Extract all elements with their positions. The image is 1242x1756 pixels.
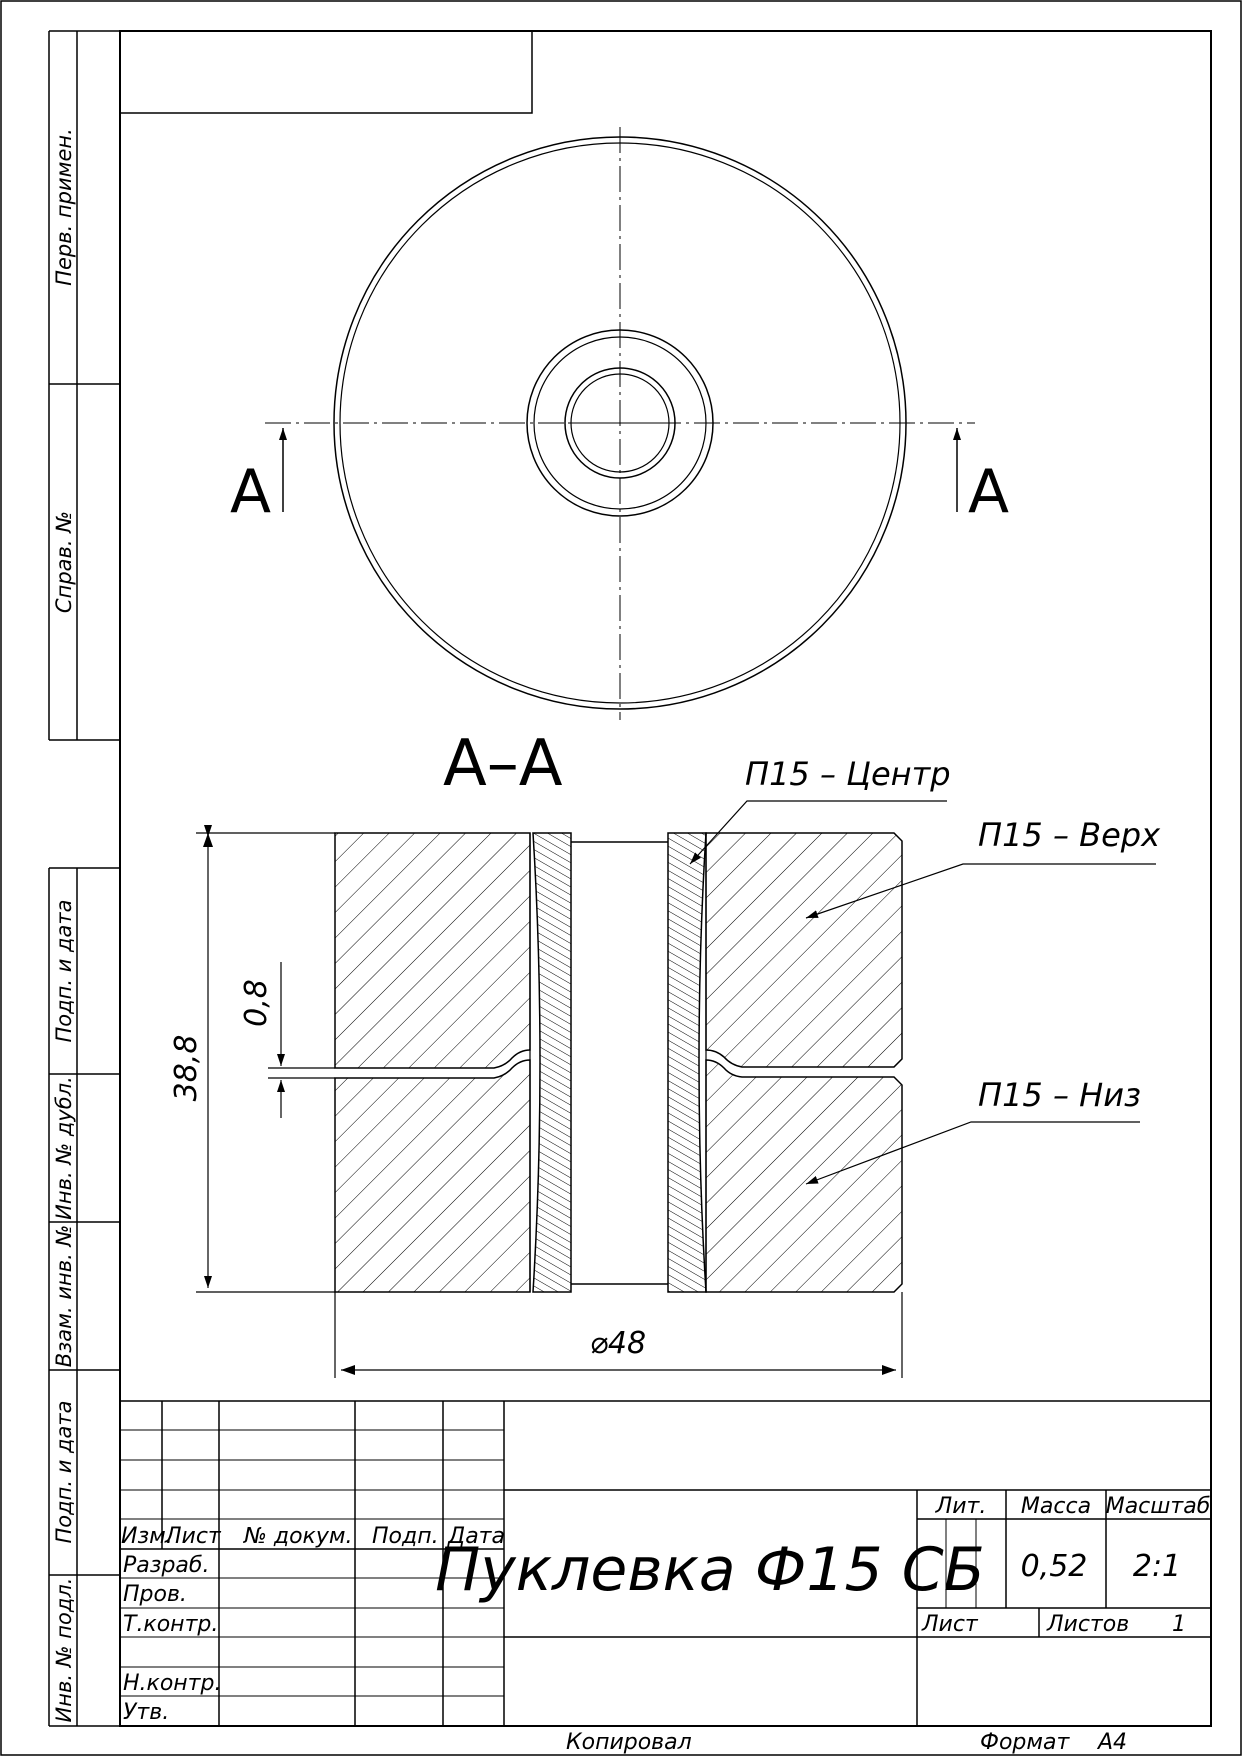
title-block-text: Изм. Лист № докум. Подп. Дата Разраб. Пр…	[121, 1494, 1210, 1725]
footer-format-label: Формат	[980, 1730, 1070, 1755]
row-prov: Пров.	[123, 1582, 187, 1607]
drawing-title: Пуклевка Ф15 СБ	[435, 1535, 985, 1605]
designation-box	[119, 30, 533, 114]
row-utv: Утв.	[123, 1700, 169, 1725]
top-die-left	[334, 832, 531, 1069]
side-label-sprav: Справ. №	[52, 511, 76, 613]
dim-height: 38,8	[169, 1035, 204, 1102]
mass-value: 0,52	[1021, 1549, 1088, 1584]
center-sleeve-left	[532, 832, 572, 1293]
col-podp: Подп.	[372, 1524, 439, 1549]
row-tkontr: Т.контр.	[123, 1612, 218, 1637]
side-label-podp-2: Подп. и дата	[52, 1400, 76, 1543]
col-list: Лист	[164, 1524, 222, 1549]
leaders	[689, 800, 1156, 1185]
row-nkontr: Н.контр.	[123, 1671, 221, 1696]
side-label-inv-dubl: Инв. № дубл.	[52, 1076, 76, 1220]
dim-diameter: ⌀48	[590, 1326, 646, 1361]
plan-view: А А	[230, 127, 1009, 720]
side-label-perv: Перв. примен.	[52, 128, 76, 286]
section-mark-right: А	[968, 457, 1009, 527]
col-izm: Изм.	[121, 1524, 173, 1549]
section-view	[334, 832, 903, 1293]
dim-gap: 0,8	[239, 979, 274, 1027]
footer-copied: Копировал	[566, 1730, 692, 1755]
col-data: Дата	[447, 1524, 505, 1549]
drawing-frame	[119, 30, 1212, 1727]
top-die-right	[705, 832, 903, 1068]
sheets-value: 1	[1172, 1612, 1186, 1637]
scale-value: 2:1	[1133, 1549, 1181, 1584]
section-title: А–А	[443, 727, 563, 801]
side-label-vzam: Взам. инв. №	[52, 1225, 76, 1368]
bottom-die-left	[334, 1059, 531, 1293]
title-block-grid	[120, 1400, 1211, 1726]
bottom-die-right	[705, 1059, 903, 1293]
side-strip	[48, 30, 120, 1727]
col-doc: № докум.	[243, 1524, 352, 1549]
dimensions	[196, 825, 903, 1378]
leader-center: П15 – Центр	[745, 755, 951, 793]
scale-label: Масштаб	[1106, 1494, 1211, 1519]
section-mark-left: А	[230, 457, 271, 527]
footer-format-value: А4	[1096, 1730, 1127, 1755]
sheet-label: Лист	[921, 1612, 979, 1637]
leader-top: П15 – Верх	[978, 816, 1161, 854]
side-label-inv-podl: Инв. № подл.	[52, 1578, 76, 1723]
sheets-label: Листов	[1046, 1612, 1129, 1637]
side-label-podp-1: Подп. и дата	[52, 899, 76, 1042]
lit-label: Лит.	[935, 1494, 987, 1519]
row-razrab: Разраб.	[123, 1553, 209, 1578]
mass-label: Масса	[1021, 1494, 1091, 1519]
leader-bottom: П15 – Низ	[978, 1076, 1141, 1114]
side-labels: Перв. примен. Справ. № Подп. и дата Инв.…	[52, 128, 76, 1722]
center-sleeve-right	[667, 832, 707, 1293]
